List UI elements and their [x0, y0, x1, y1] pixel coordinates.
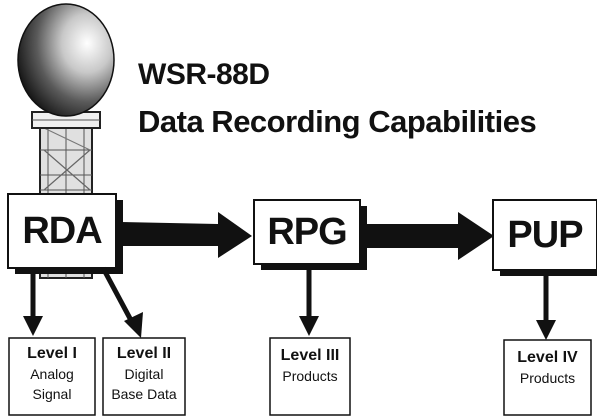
level1-text: Level I Analog Signal: [9, 344, 95, 404]
rda-to-level1-arrow: [23, 268, 43, 336]
pup-box: [492, 199, 597, 276]
pup-to-level4-arrow: [536, 272, 556, 340]
level2-desc-line2: Base Data: [111, 386, 177, 402]
rda-label: RDA: [22, 210, 102, 252]
rpg-box: [253, 199, 367, 270]
level3-name: Level III: [280, 347, 340, 364]
rpg-to-level3-arrow: [299, 266, 319, 336]
rda-box: [7, 193, 123, 274]
level2-box: [102, 337, 186, 416]
rda-to-level2-arrow: [100, 266, 143, 338]
title-line-1: WSR-88D: [138, 58, 270, 91]
level1-desc-line2: Signal: [32, 386, 72, 402]
level1-box: [8, 337, 96, 416]
level4-text: Level IV Products: [504, 348, 591, 388]
level3-text: Level III Products: [270, 346, 350, 386]
level4-box: [503, 339, 592, 416]
rda-to-rpg-arrow: [120, 212, 252, 258]
pup-label: PUP: [507, 214, 583, 256]
level1-name: Level I: [27, 345, 77, 362]
rpg-label: RPG: [267, 211, 347, 253]
level4-name: Level IV: [517, 349, 578, 366]
level2-desc-line1: Digital: [124, 366, 164, 382]
level2-name: Level II: [116, 345, 172, 362]
level1-desc-line1: Analog: [30, 366, 74, 382]
level3-desc-line1: Products: [282, 368, 338, 384]
rpg-to-pup-arrow: [362, 212, 494, 260]
level3-box: [269, 337, 351, 416]
level4-desc-line1: Products: [519, 370, 576, 386]
level2-text: Level II Digital Base Data: [103, 344, 185, 404]
title-line-2: Data Recording Capabilities: [138, 104, 537, 139]
